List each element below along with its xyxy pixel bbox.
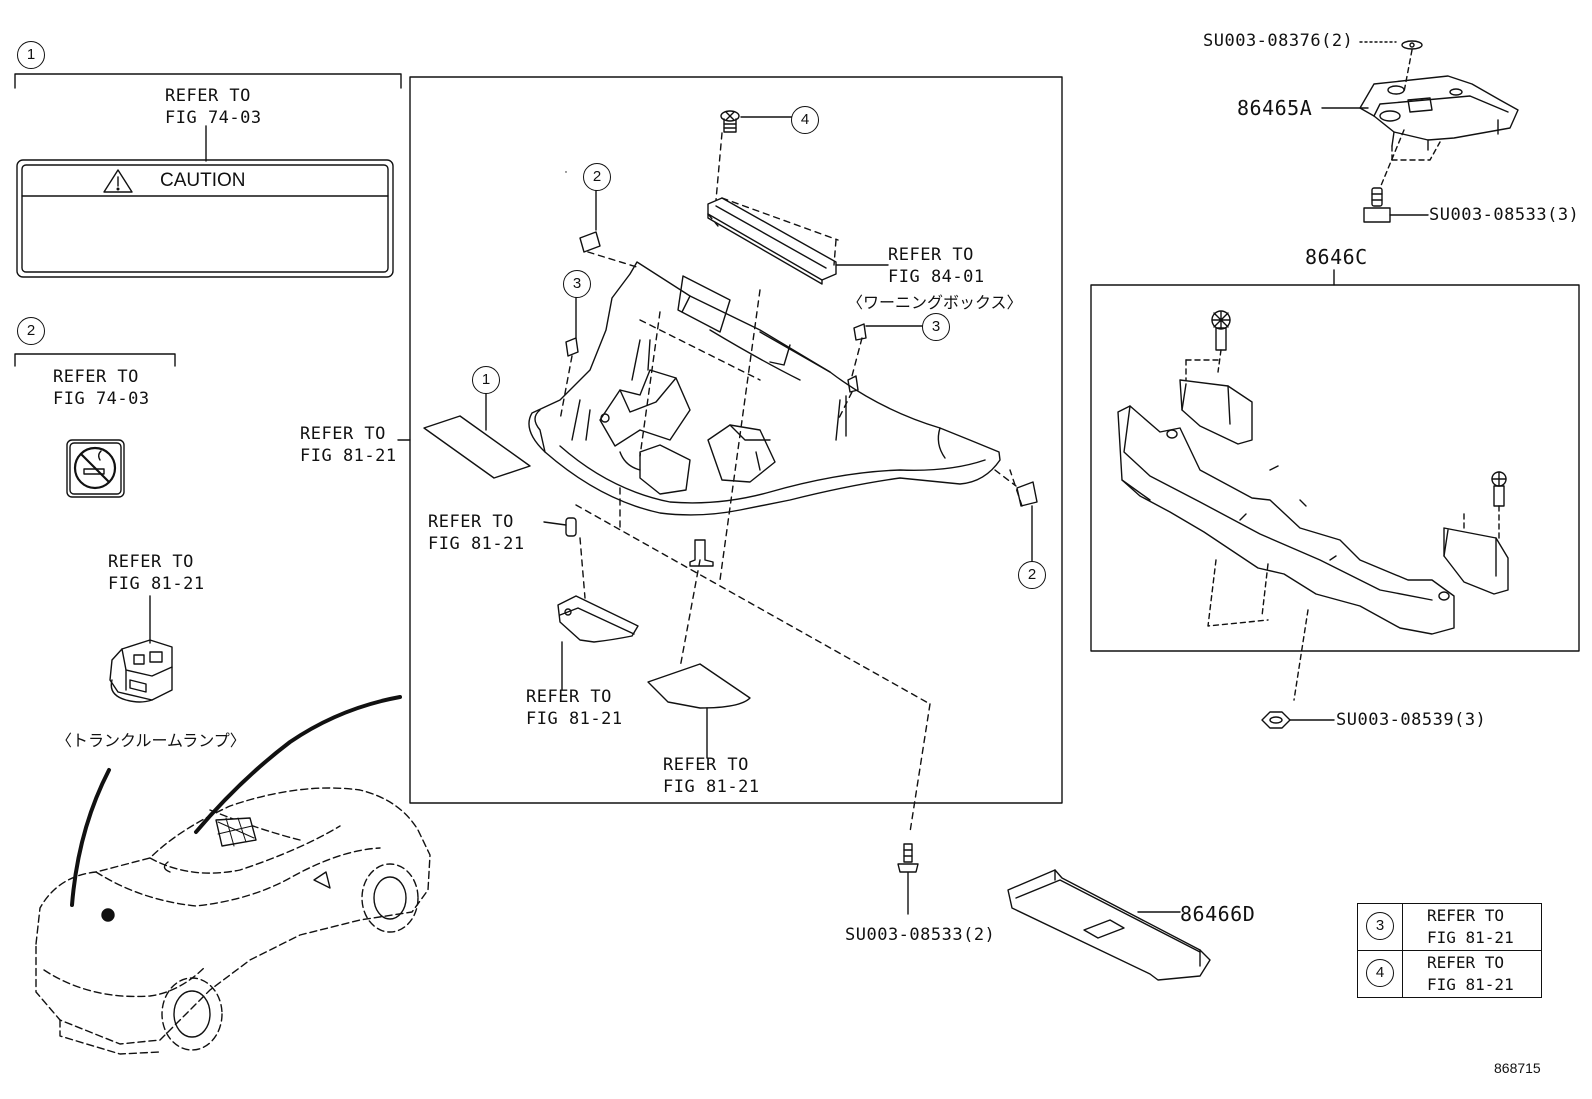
car-illustration <box>35 695 431 1055</box>
callout-1: 1 <box>472 366 500 394</box>
cover-ref-line1: REFER TO <box>663 755 749 775</box>
legend-row: 3 REFER TO FIG 81-21 <box>1358 904 1541 950</box>
pad-part-1 <box>423 415 531 479</box>
warning-box-ref-line1: REFER TO <box>888 245 974 265</box>
nut-part-c <box>1261 711 1291 729</box>
section-2-ref-line1: REFER TO <box>53 367 139 387</box>
legend-ref-line2: FIG 81-21 <box>1427 975 1514 994</box>
lens-ref-line2: FIG 81-21 <box>526 709 623 729</box>
legend-row: 4 REFER TO FIG 81-21 <box>1358 950 1541 997</box>
section-1-bracket <box>14 73 402 89</box>
legend-ref-line2: FIG 81-21 <box>1427 928 1514 947</box>
section-2-ref-line2: FIG 74-03 <box>53 389 150 409</box>
cover-ref-line2: FIG 81-21 <box>663 777 760 797</box>
part-86466D-label: 86466D <box>1180 902 1256 926</box>
lens-ref-line1: REFER TO <box>526 687 612 707</box>
warning-box-ref-line2: FIG 84-01 <box>888 267 985 287</box>
legend-table: 3 REFER TO FIG 81-21 4 REFER TO FIG 81-2… <box>1357 903 1542 998</box>
screw-part-top <box>1401 40 1423 50</box>
section-1-marker: 1 <box>17 41 45 69</box>
pad-part-2 <box>1016 481 1038 507</box>
legend-ref-line1: REFER TO <box>1427 953 1505 972</box>
side-ref-line2: FIG 81-21 <box>300 446 397 466</box>
section-2-bracket <box>14 353 176 367</box>
overhead-console-body <box>528 261 1001 516</box>
callout-2: 2 <box>583 163 611 191</box>
callout-3: 3 <box>922 313 950 341</box>
pad-part-2 <box>579 231 601 253</box>
lamp-lens-part <box>557 595 639 643</box>
trunk-lamp-part <box>109 639 173 703</box>
trunk-lamp-ref-line1: REFER TO <box>108 552 194 572</box>
part-86465A-label: 86465A <box>1237 96 1313 120</box>
no-smoking-label <box>66 439 125 498</box>
figure-id: 868715 <box>1494 1060 1541 1076</box>
trunk-lamp-name: 〈トランクルームランプ〉 <box>56 731 246 750</box>
bulb-ref-line1: REFER TO <box>428 512 514 532</box>
section-1-ref-line1: REFER TO <box>165 86 251 106</box>
cover-plate-part <box>647 663 751 709</box>
small-clip-part <box>689 539 714 567</box>
part-screw-top: SU003-08376(2) <box>1203 31 1354 51</box>
caution-label <box>16 159 394 278</box>
legend-number: 4 <box>1366 959 1394 987</box>
legend-number: 3 <box>1366 912 1394 940</box>
part-86465A <box>1359 75 1519 151</box>
legend-ref-line1: REFER TO <box>1427 906 1505 925</box>
part-8646C <box>1117 311 1509 635</box>
bulb-ref-line2: FIG 81-21 <box>428 534 525 554</box>
trunk-lamp-ref-line2: FIG 81-21 <box>108 574 205 594</box>
callout-3: 3 <box>563 270 591 298</box>
screw-part-a <box>1363 187 1391 223</box>
part-screw-a: SU003-08533(3) <box>1429 205 1580 225</box>
caution-label-text: CAUTION <box>160 170 246 191</box>
section-1-ref-line2: FIG 74-03 <box>165 108 262 128</box>
bulb-part <box>543 517 577 537</box>
section-2-marker: 2 <box>17 317 45 345</box>
clip-part-3 <box>853 323 867 341</box>
part-nut-c: SU003-08539(3) <box>1336 710 1487 730</box>
callout-4: 4 <box>791 106 819 134</box>
screw-part-4 <box>720 110 740 133</box>
part-86466D <box>1007 869 1211 981</box>
assembly-guide-lines <box>559 132 1023 833</box>
main-assembly-box <box>409 76 1063 804</box>
warning-box-name: 〈ワーニングボックス〉 <box>847 293 1023 312</box>
warning-box-part <box>707 197 837 285</box>
side-ref-line1: REFER TO <box>300 424 386 444</box>
clip-part-3 <box>565 337 579 357</box>
part-8646C-box <box>1090 284 1580 652</box>
screw-part-d <box>897 843 919 873</box>
part-screw-d: SU003-08533(2) <box>845 925 996 945</box>
part-8646C-label: 8646C <box>1305 245 1368 269</box>
callout-2: 2 <box>1018 561 1046 589</box>
